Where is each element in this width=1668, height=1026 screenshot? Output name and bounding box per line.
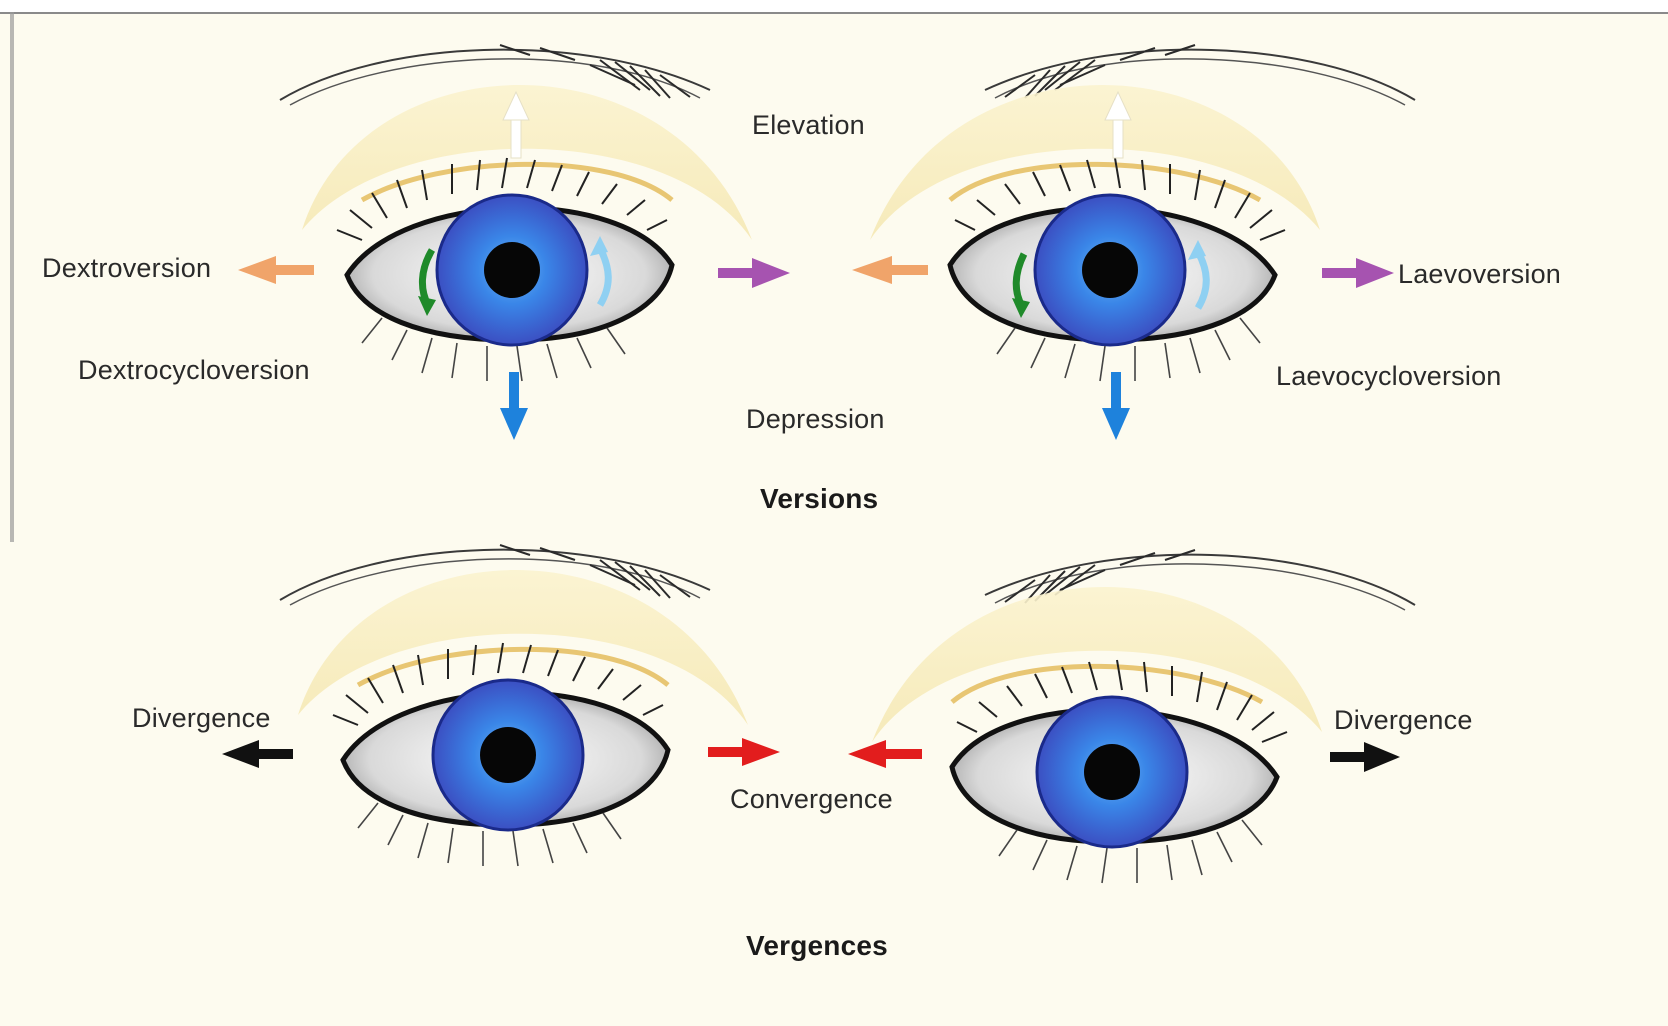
laevocycloversion-label: Laevocycloversion xyxy=(1276,361,1502,392)
vergences-right-eye xyxy=(280,545,748,866)
divergence-arrow-left xyxy=(222,740,293,768)
convergence-arrow-right xyxy=(848,740,922,768)
divergence-arrow-right xyxy=(1330,742,1400,772)
divergence-label-right: Divergence xyxy=(1334,705,1473,736)
laevoversion-arrow-right xyxy=(1322,258,1394,288)
dextrocycloversion-label: Dextrocycloversion xyxy=(78,355,310,386)
elevation-label: Elevation xyxy=(752,110,865,141)
versions-left-eye xyxy=(870,45,1415,381)
convergence-label: Convergence xyxy=(730,784,893,815)
depression-arrow-left xyxy=(500,372,528,440)
convergence-arrow-left xyxy=(708,738,780,766)
laevoversion-arrow-left xyxy=(718,258,790,288)
depression-arrow-right xyxy=(1102,372,1130,440)
depression-label: Depression xyxy=(746,404,885,435)
dextroversion-arrow-left xyxy=(238,256,314,284)
laevoversion-label: Laevoversion xyxy=(1398,259,1561,290)
divergence-label-left: Divergence xyxy=(132,703,271,734)
versions-heading: Versions xyxy=(760,483,878,515)
dextroversion-label: Dextroversion xyxy=(42,253,211,284)
vergences-heading: Vergences xyxy=(746,930,888,962)
dextroversion-arrow-right xyxy=(852,256,928,284)
